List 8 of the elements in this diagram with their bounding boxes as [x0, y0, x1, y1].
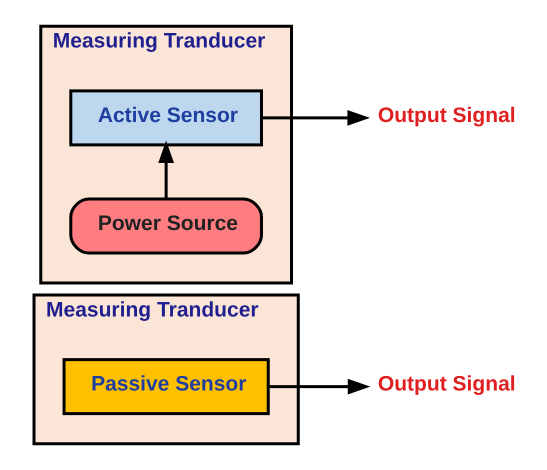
arrow: [158, 140, 174, 199]
node-text: Output Signal: [378, 104, 516, 127]
node-box: Power Source: [69, 197, 263, 255]
node-box: Passive Sensor: [62, 358, 270, 416]
arrow: [268, 378, 370, 395]
node-box: Active Sensor: [69, 89, 263, 146]
arrow: [262, 110, 370, 126]
node-text: Output Signal: [378, 372, 516, 396]
